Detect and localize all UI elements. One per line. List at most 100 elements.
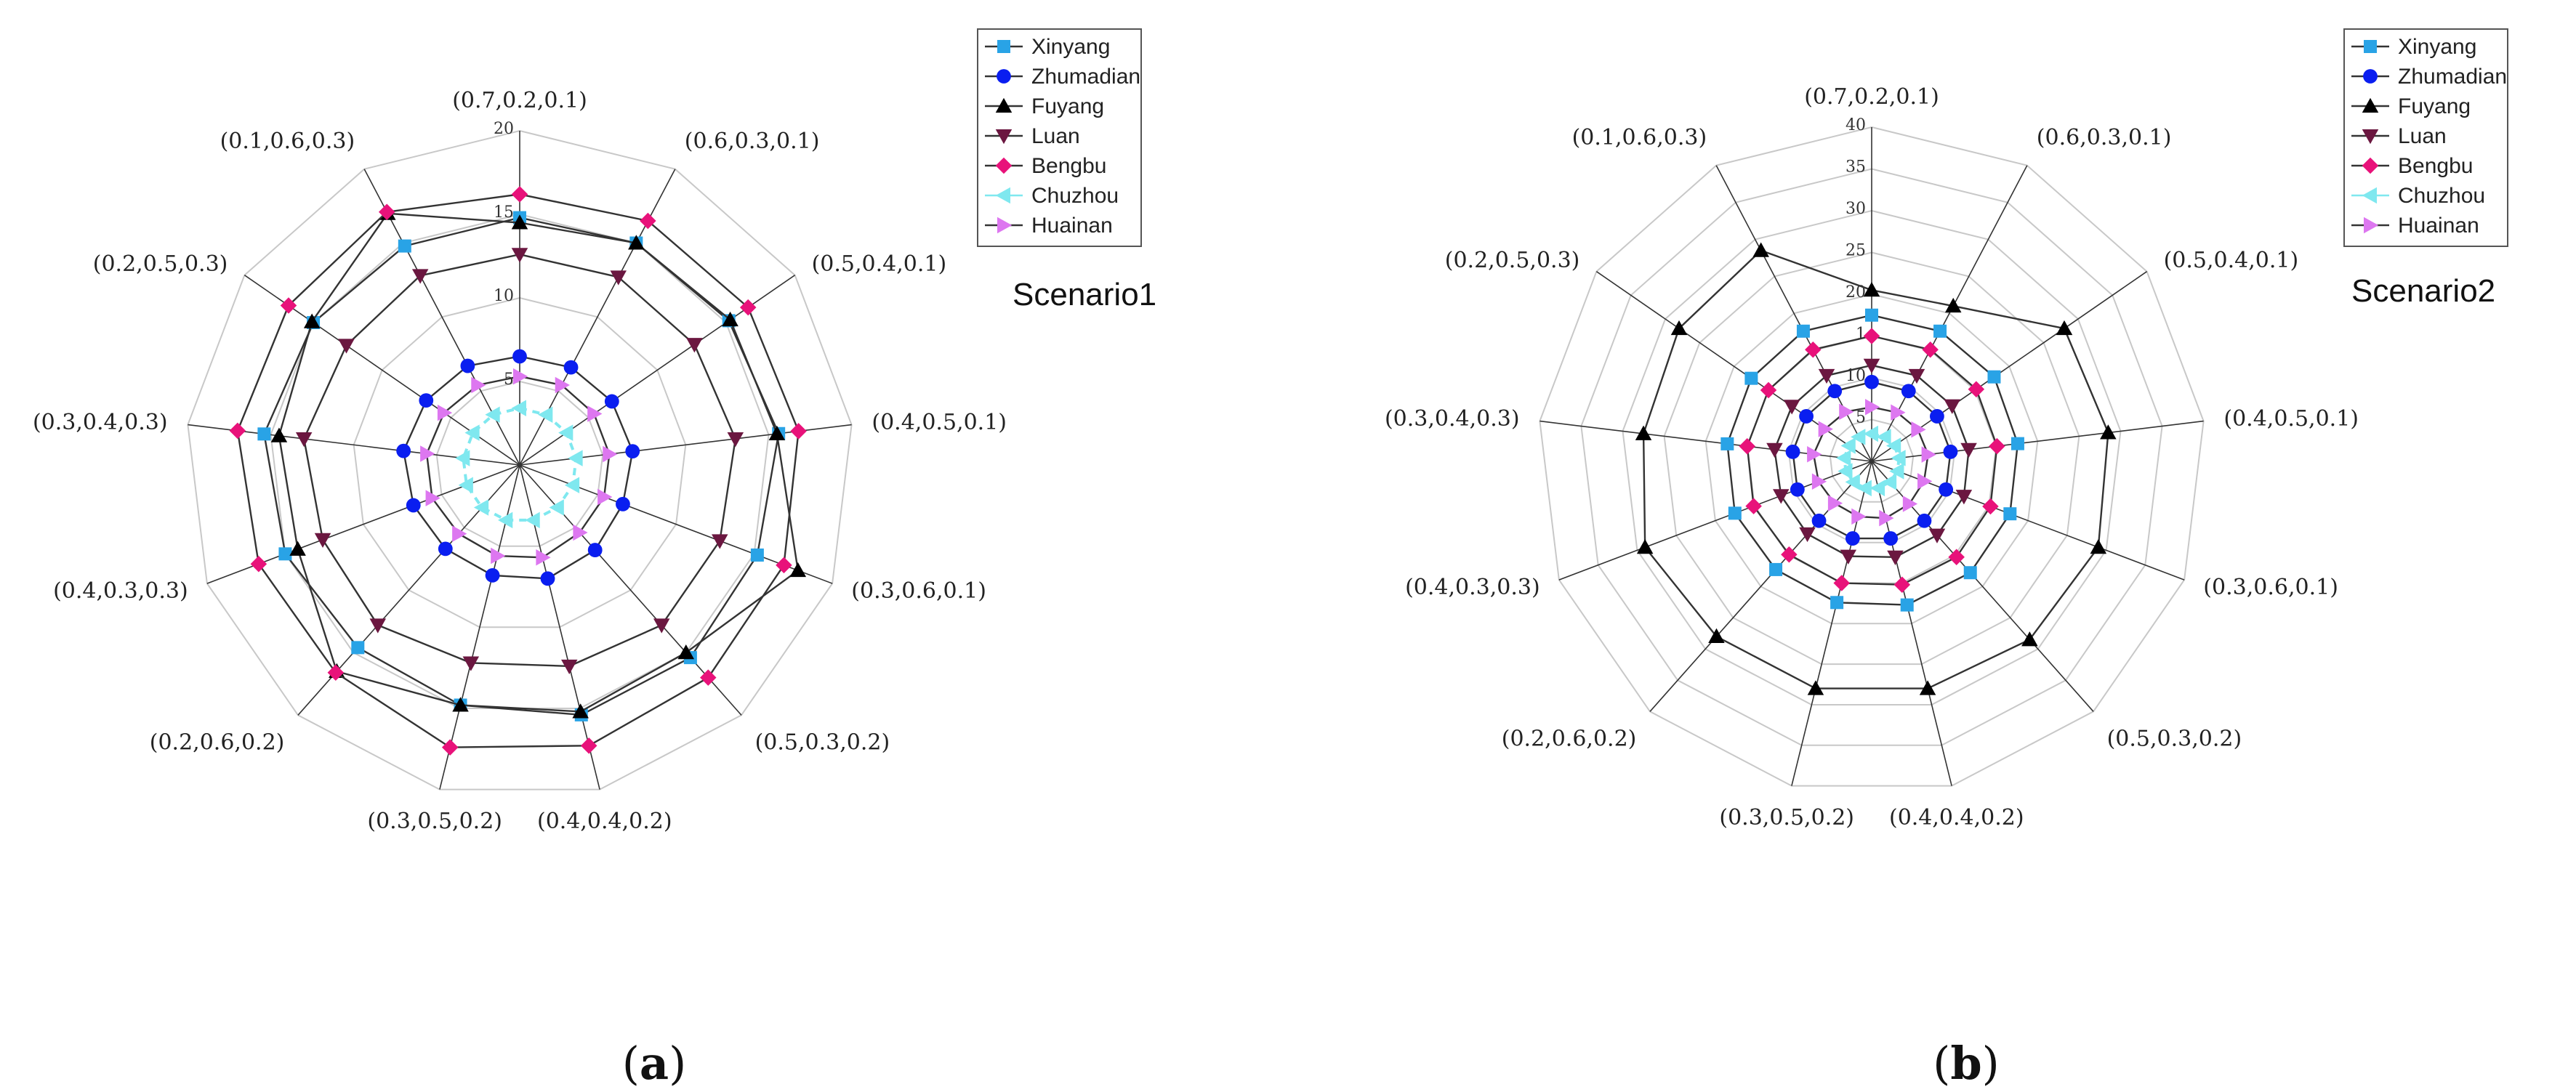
series-huainan: [1807, 399, 1936, 527]
data-point: [338, 339, 355, 354]
category-labels: (0.7,0.2,0.1)(0.6,0.3,0.1)(0.5,0.4,0.1)(…: [1385, 84, 2359, 830]
category-label: (0.3,0.6,0.1): [851, 578, 986, 604]
legend-label: Bengbu: [2398, 154, 2473, 178]
series-line: [1726, 314, 2019, 606]
data-point: [511, 186, 528, 203]
legend-marker: [995, 97, 1013, 113]
series-line: [425, 375, 611, 559]
data-point: [776, 557, 792, 574]
data-point: [1876, 429, 1891, 445]
legend-marker: [2362, 187, 2377, 204]
data-point: [653, 618, 670, 634]
category-label: (0.7,0.2,0.1): [452, 88, 587, 113]
legend-label: Luan: [1031, 124, 1080, 148]
category-label: (0.6,0.3,0.1): [685, 129, 820, 154]
grid-ring: [1704, 293, 2039, 625]
category-label: (0.4,0.5,0.1): [872, 410, 1007, 435]
data-point: [278, 547, 292, 561]
data-point: [1811, 513, 1827, 528]
legend-marker: [2364, 40, 2377, 53]
data-point: [464, 424, 480, 441]
data-point: [1869, 480, 1885, 497]
data-point: [1928, 528, 1946, 543]
legend-item: Huainan: [985, 214, 1113, 238]
series-line: [1642, 249, 2109, 689]
data-point: [1955, 490, 1973, 505]
panel-label: (b): [1933, 1037, 2000, 1090]
data-point: [1635, 425, 1652, 440]
legend-marker: [2363, 69, 2378, 84]
legend-marker: [2362, 129, 2379, 145]
legend-label: Zhumadian: [1031, 65, 1140, 89]
data-point: [540, 571, 555, 586]
legend-label: Huainan: [2398, 214, 2479, 238]
radial-tick-label: 30: [1846, 200, 1866, 218]
data-point: [1919, 680, 1936, 695]
data-point: [686, 338, 703, 353]
data-point: [420, 445, 435, 462]
grid-ring: [1580, 168, 2163, 746]
data-point: [289, 541, 306, 556]
data-point: [1785, 444, 1800, 459]
category-label: (0.5,0.3,0.2): [755, 729, 890, 755]
data-point: [610, 270, 627, 286]
category-label: (0.4,0.4,0.2): [1889, 805, 2024, 830]
category-labels: (0.7,0.2,0.1)(0.6,0.3,0.1)(0.5,0.4,0.1)(…: [33, 88, 1007, 834]
data-point: [1781, 546, 1798, 563]
data-point: [452, 697, 469, 712]
data-point: [511, 214, 528, 230]
data-point: [712, 534, 728, 549]
data-point: [1818, 421, 1833, 437]
series-fuyang: [1635, 242, 2117, 695]
data-point: [1796, 324, 1810, 338]
data-point: [1864, 374, 1879, 389]
series-zhumadian: [1785, 374, 1958, 546]
series-huainan: [420, 368, 618, 566]
series-luan: [1766, 358, 1977, 566]
data-point: [1863, 358, 1880, 373]
data-point: [625, 444, 640, 459]
data-point: [491, 547, 506, 565]
data-point: [1989, 437, 2005, 455]
data-point: [1865, 399, 1880, 416]
data-point: [750, 548, 764, 562]
legend-item: Chuzhou: [2351, 184, 2485, 208]
data-point: [1851, 508, 1867, 525]
category-label: (0.5,0.3,0.2): [2107, 726, 2242, 751]
category-label: (0.1,0.6,0.3): [220, 129, 355, 154]
grid-ring: [1663, 251, 2080, 666]
data-point: [462, 656, 480, 671]
radial-tick-label: 5: [504, 371, 514, 389]
legend-item: Fuyang: [985, 94, 1104, 118]
grid-ring: [1829, 418, 1915, 503]
data-point: [558, 424, 573, 441]
data-point: [1839, 403, 1854, 421]
data-point: [1863, 328, 1880, 344]
category-label: (0.4,0.5,0.1): [2223, 406, 2359, 432]
data-point: [1891, 450, 1906, 466]
data-point: [739, 299, 757, 316]
legend-item: Zhumadian: [2351, 65, 2507, 89]
data-point: [1922, 341, 1939, 358]
category-label: (0.3,0.5,0.2): [1719, 805, 1854, 830]
data-point: [1987, 370, 2001, 384]
data-point: [1807, 446, 1822, 463]
data-point: [498, 511, 513, 529]
category-label: (0.2,0.5,0.3): [1445, 248, 1580, 273]
series-line: [402, 355, 634, 580]
data-point: [1773, 489, 1790, 504]
data-point: [1830, 596, 1844, 610]
radial-tick-label: 40: [1846, 116, 1866, 134]
data-point: [1865, 308, 1878, 322]
radial-tick-label: 1: [1856, 325, 1866, 344]
data-point: [563, 360, 579, 375]
data-point: [1811, 473, 1827, 490]
legend-item: Luan: [985, 124, 1080, 148]
data-point: [460, 358, 475, 373]
data-point: [2056, 320, 2073, 336]
data-point: [2100, 424, 2117, 440]
data-point: [229, 422, 246, 440]
data-point: [1805, 341, 1822, 358]
scenario-label: Scenario1: [1013, 277, 1156, 312]
